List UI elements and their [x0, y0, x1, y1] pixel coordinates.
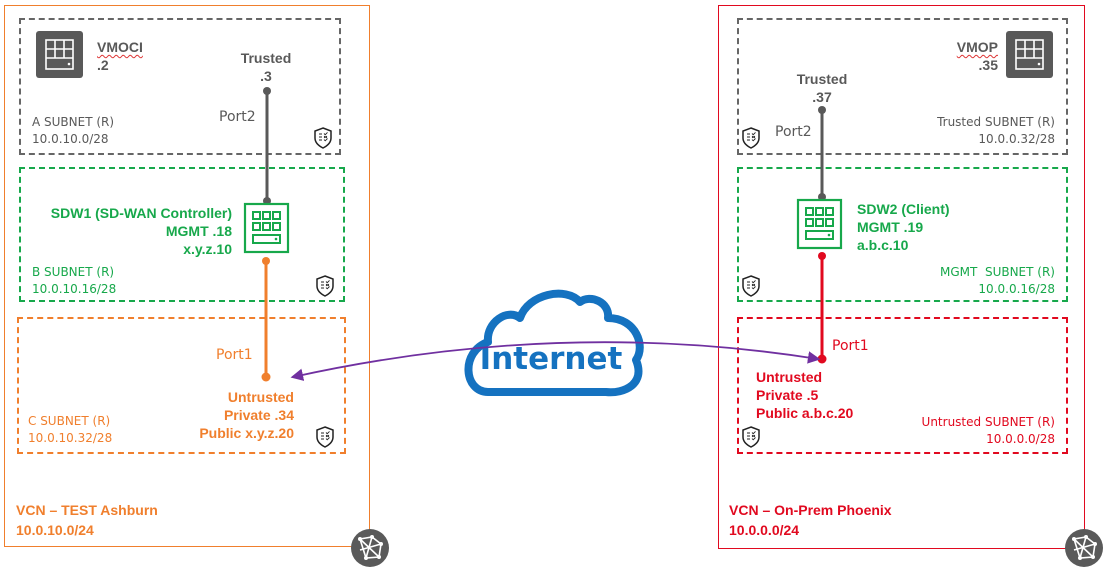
- vm-server-icon: [1006, 31, 1053, 78]
- subnet-b: [19, 167, 345, 302]
- port2-label: Port2: [219, 109, 256, 125]
- subnet-c-cidr: 10.0.10.32/28: [28, 431, 113, 445]
- port1-label: Port1: [216, 347, 253, 363]
- subnet-b-cidr: 10.0.10.16/28: [32, 282, 117, 296]
- vcn-ashburn-title: VCN – TEST Ashburn: [16, 502, 158, 518]
- internet-tunnel-arrow: [290, 341, 821, 381]
- trusted-port-label: Trusted: [796, 71, 848, 87]
- subnet-untrusted-name: Untrusted SUBNET (R): [921, 415, 1055, 429]
- vm-name: VMOP: [956, 39, 998, 55]
- subnet-trusted-name: Trusted SUBNET (R): [937, 115, 1055, 129]
- subnet-mgmt: [737, 167, 1068, 302]
- subnet-mgmt-cidr: 10.0.0.16/28: [978, 282, 1055, 296]
- shield-checklist-icon: [314, 127, 332, 149]
- vm-ip: .35: [978, 57, 998, 73]
- sdw1-mgmt: MGMT .18: [165, 223, 232, 239]
- shield-checklist-icon: [316, 426, 334, 448]
- subnet-a: [19, 18, 341, 155]
- trusted-port-dot: [818, 106, 826, 114]
- shield-checklist-icon: [742, 127, 760, 149]
- vm-server-icon: [36, 31, 83, 78]
- network-mesh-icon: [350, 528, 390, 568]
- untrusted-private-ip: Private .5: [756, 387, 819, 403]
- sdwan-appliance-icon: [243, 202, 290, 254]
- subnet-untrusted: [737, 317, 1068, 454]
- subnet-mgmt-name: MGMT SUBNET (R): [939, 265, 1055, 279]
- trusted-port-dot: [263, 87, 271, 95]
- trusted-port-ip: .37: [812, 89, 832, 105]
- vcn-phoenix-title: VCN – On-Prem Phoenix: [729, 502, 892, 518]
- vcn-phoenix-cidr: 10.0.0.0/24: [729, 522, 800, 538]
- sdw2-name: SDW2 (Client): [857, 201, 950, 217]
- vm-ip: .2: [97, 57, 109, 73]
- sdw1-untrusted-dot: [262, 257, 270, 265]
- subnet-a-cidr: 10.0.10.0/28: [32, 132, 109, 146]
- sdw1-public: x.y.z.10: [183, 241, 232, 257]
- sdw2-mgmt: MGMT .19: [857, 219, 924, 235]
- untrusted-private-ip: Private .34: [223, 407, 294, 423]
- vcn-ashburn: [4, 5, 370, 547]
- untrusted-port-dot: [261, 372, 271, 382]
- sdw1-name: SDW1 (SD-WAN Controller): [50, 205, 232, 221]
- sdw2-untrusted-dot: [818, 252, 826, 260]
- subnet-a-name: A SUBNET (R): [32, 115, 115, 129]
- vcn-ashburn-cidr: 10.0.10.0/24: [16, 522, 94, 538]
- untrusted-label: Untrusted: [227, 389, 294, 405]
- port2-label: Port2: [775, 124, 812, 140]
- subnet-trusted-cidr: 10.0.0.32/28: [978, 132, 1055, 146]
- sdwan-appliance-icon: [796, 198, 843, 250]
- subnet-trusted: [737, 18, 1068, 155]
- trusted-port-ip: .3: [260, 68, 272, 84]
- subnet-c-name: C SUBNET (R): [28, 414, 111, 428]
- subnet-b-name: B SUBNET (R): [32, 265, 115, 279]
- shield-checklist-icon: [742, 426, 760, 448]
- subnet-c: [17, 317, 346, 454]
- shield-checklist-icon: [316, 275, 334, 297]
- network-mesh-icon: [1064, 528, 1104, 568]
- untrusted-port-dot: [817, 354, 827, 364]
- shield-checklist-icon: [742, 275, 760, 297]
- port1-label: Port1: [832, 338, 869, 354]
- untrusted-public-ip: Public x.y.z.20: [199, 425, 294, 441]
- sdw2-public: a.b.c.10: [857, 237, 909, 253]
- vcn-phoenix: [718, 5, 1085, 549]
- untrusted-public-ip: Public a.b.c.20: [756, 405, 854, 421]
- trusted-port-label: Trusted: [240, 50, 292, 66]
- subnet-untrusted-cidr: 10.0.0.0/28: [986, 432, 1055, 446]
- vm-name: VMOCI: [97, 39, 143, 55]
